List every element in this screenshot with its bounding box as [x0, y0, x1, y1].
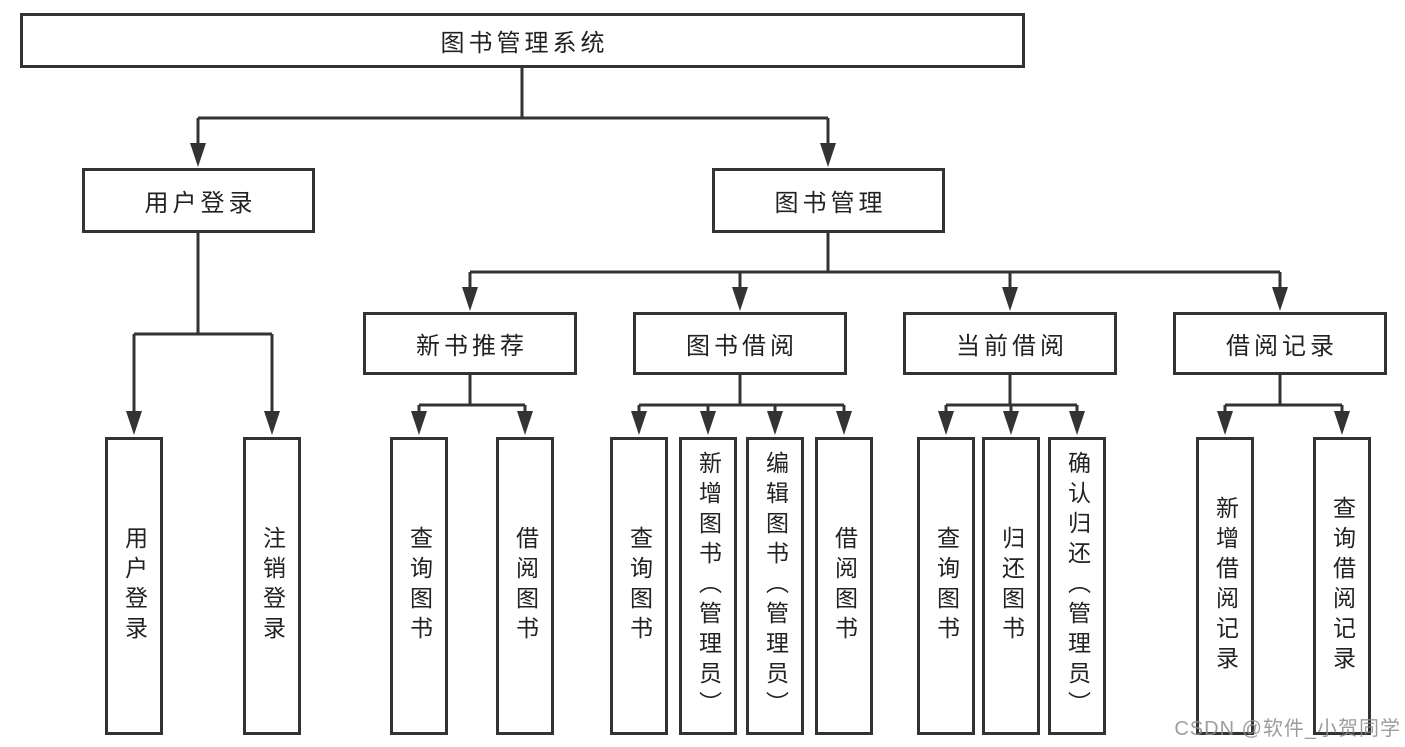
leaf-query-borrow-record: 查询借阅记录 — [1313, 437, 1371, 735]
leaf-logout: 注销登录 — [243, 437, 301, 735]
node-root: 图书管理系统 — [20, 13, 1025, 68]
node-book-management: 图书管理 — [712, 168, 945, 233]
node-current-borrowing: 当前借阅 — [903, 312, 1117, 375]
node-borrowing-records: 借阅记录 — [1173, 312, 1387, 375]
leaf-query-books-borrowing: 查询图书 — [610, 437, 668, 735]
leaf-return-books: 归还图书 — [982, 437, 1040, 735]
leaf-confirm-return-admin: 确认归还（管理员） — [1048, 437, 1106, 735]
leaf-query-books-current: 查询图书 — [917, 437, 975, 735]
node-new-book-recommendation: 新书推荐 — [363, 312, 577, 375]
leaf-edit-book-admin: 编辑图书（管理员） — [746, 437, 804, 735]
node-book-borrowing: 图书借阅 — [633, 312, 847, 375]
leaf-add-book-admin: 新增图书（管理员） — [679, 437, 737, 735]
leaf-query-books-recommend: 查询图书 — [390, 437, 448, 735]
leaf-user-login: 用户登录 — [105, 437, 163, 735]
node-user-login: 用户登录 — [82, 168, 315, 233]
watermark: CSDN @软件_小贺同学 — [1174, 718, 1401, 740]
arrowhead-icons — [126, 143, 1350, 435]
leaf-borrow-books-borrowing: 借阅图书 — [815, 437, 873, 735]
leaf-borrow-books-recommend: 借阅图书 — [496, 437, 554, 735]
leaf-add-borrow-record: 新增借阅记录 — [1196, 437, 1254, 735]
tree-edges — [132, 68, 1344, 414]
